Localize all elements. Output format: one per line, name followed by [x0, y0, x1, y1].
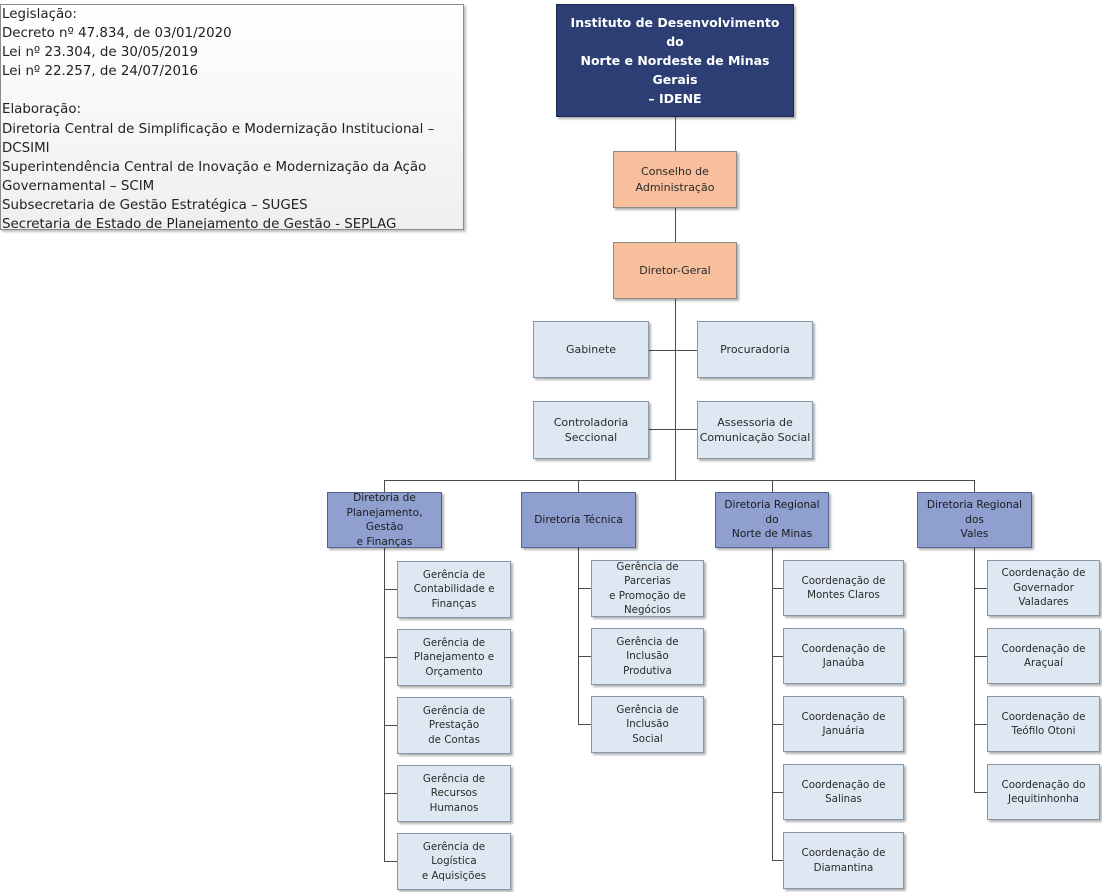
unit-box: Coordenação de Diamantina — [783, 832, 904, 889]
unit-box: Gerência de Recursos Humanos — [397, 765, 511, 822]
diretor-geral-box: Diretor-Geral — [613, 242, 737, 299]
unit-label: Coordenação de Araçuaí — [1001, 642, 1086, 670]
unit-box: Coordenação de Teófilo Otoni — [987, 696, 1100, 752]
unit-label: Gerência de Inclusão Social — [616, 703, 679, 745]
unit-label: Coordenação de Teófilo Otoni — [1001, 710, 1086, 738]
unit-box: Gerência de Parcerias e Promoção de Negó… — [591, 560, 704, 617]
unit-label: Coordenação do Jequitinhonha — [1001, 778, 1086, 806]
unit-box: Gerência de Prestação de Contas — [397, 697, 511, 754]
unit-box: Gerência de Contabilidade e Finanças — [397, 561, 511, 618]
unit-label: Gerência de Parcerias e Promoção de Negó… — [609, 560, 686, 616]
unit-label: Gerência de Inclusão Produtiva — [616, 635, 679, 677]
legend-line: DCSIMI — [2, 140, 50, 156]
unit-box: Coordenação de Salinas — [783, 764, 904, 820]
unit-box: Coordenação de Januária — [783, 696, 904, 752]
diretor-geral-label: Diretor-Geral — [639, 263, 711, 277]
unit-label: Coordenação de Diamantina — [801, 847, 886, 874]
controladoria-label: Controladoria Seccional — [553, 415, 629, 445]
diretoria-label: Diretoria Regional dos Vales — [926, 499, 1023, 541]
legend-line: Decreto nº 47.834, de 03/01/2020 — [2, 26, 232, 42]
unit-box: Coordenação de Governador Valadares — [987, 560, 1100, 616]
org-root-label: Instituto de Desenvolvimento do Norte e … — [570, 15, 780, 106]
legislation-info-box: Legislação: Decreto nº 47.834, de 03/01/… — [0, 4, 464, 230]
unit-label: Coordenação de Janaúba — [801, 642, 886, 670]
unit-label: Coordenação de Governador Valadares — [1001, 567, 1086, 609]
gabinete-label: Gabinete — [565, 342, 617, 356]
diretoria-tecnica-box: Diretoria Técnica — [521, 492, 636, 548]
legend-spacer — [2, 81, 463, 100]
diretoria-label: Diretoria Técnica — [534, 513, 623, 526]
legend-line: Legislação: — [2, 7, 77, 22]
unit-box: Gerência de Inclusão Produtiva — [591, 628, 704, 685]
unit-label: Coordenação de Januária — [801, 710, 886, 738]
diretoria-label: Diretoria Regional do Norte de Minas — [724, 499, 820, 541]
assessoria-label: Assessoria de Comunicação Social — [699, 415, 811, 445]
unit-box: Coordenação de Montes Claros — [783, 560, 904, 616]
unit-label: Gerência de Recursos Humanos — [422, 772, 486, 814]
diretoria-norte-minas-box: Diretoria Regional do Norte de Minas — [715, 492, 829, 548]
unit-label: Coordenação de Montes Claros — [801, 574, 886, 602]
controladoria-box: Controladoria Seccional — [533, 401, 649, 459]
diretoria-label: Diretoria de Planejamento, Gestão e Fina… — [346, 492, 423, 548]
legend-line: Governamental – SCIM — [2, 178, 155, 194]
legend-line: Elaboração: — [2, 102, 82, 118]
unit-box: Gerência de Logística e Aquisições — [397, 833, 511, 890]
unit-box: Gerência de Inclusão Social — [591, 696, 704, 753]
diretoria-planejamento-box: Diretoria de Planejamento, Gestão e Fina… — [327, 492, 442, 548]
unit-box: Coordenação de Araçuaí — [987, 628, 1100, 684]
unit-label: Coordenação de Salinas — [801, 778, 886, 806]
org-root-idene: Instituto de Desenvolvimento do Norte e … — [556, 4, 794, 117]
unit-label: Gerência de Contabilidade e Finanças — [413, 568, 495, 610]
diretoria-vales-box: Diretoria Regional dos Vales — [917, 492, 1032, 548]
conselho-administracao-box: Conselho de Administração — [613, 151, 737, 208]
procuradoria-label: Procuradoria — [720, 342, 790, 356]
gabinete-box: Gabinete — [533, 321, 649, 378]
conselho-label: Conselho de Administração — [635, 165, 715, 194]
legend-line: Lei nº 23.304, de 30/05/2019 — [2, 45, 199, 61]
legend-line: Diretoria Central de Simplificação e Mod… — [2, 121, 435, 137]
legend-line: Secretaria de Estado de Planejamento de … — [2, 217, 397, 230]
legend-line: Lei nº 22.257, de 24/07/2016 — [2, 64, 199, 80]
unit-box: Coordenação do Jequitinhonha — [987, 764, 1100, 820]
unit-label: Gerência de Prestação de Contas — [422, 704, 486, 746]
procuradoria-box: Procuradoria — [697, 321, 813, 378]
unit-box: Gerência de Planejamento e Orçamento — [397, 629, 511, 686]
assessoria-box: Assessoria de Comunicação Social — [697, 401, 813, 459]
unit-label: Gerência de Planejamento e Orçamento — [413, 636, 495, 678]
unit-label: Gerência de Logística e Aquisições — [421, 840, 487, 882]
unit-box: Coordenação de Janaúba — [783, 628, 904, 684]
legend-line: Subsecretaria de Gestão Estratégica – SU… — [2, 197, 308, 213]
legend-line: Superintendência Central de Inovação e M… — [2, 159, 427, 175]
